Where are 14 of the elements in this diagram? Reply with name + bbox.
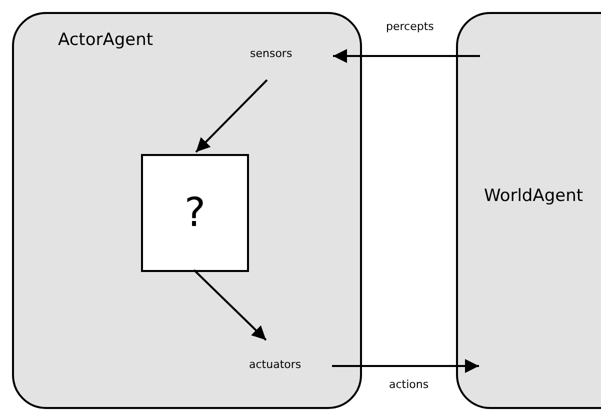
- edge-label: percepts: [384, 20, 436, 33]
- arrow: [195, 79, 268, 153]
- agent-panel: [456, 12, 601, 409]
- arrow: [193, 269, 267, 341]
- question-mark: ?: [184, 190, 206, 236]
- agent-title: WorldAgent: [484, 186, 584, 206]
- port-label: sensors: [250, 47, 292, 60]
- process-box: [141, 154, 249, 272]
- agent-panel: [12, 12, 362, 409]
- agent-title: ActorAgent: [58, 30, 154, 50]
- port-label: actuators: [249, 358, 302, 371]
- edge-label: actions: [387, 378, 431, 391]
- arrow: [333, 49, 480, 63]
- arrow: [332, 359, 479, 373]
